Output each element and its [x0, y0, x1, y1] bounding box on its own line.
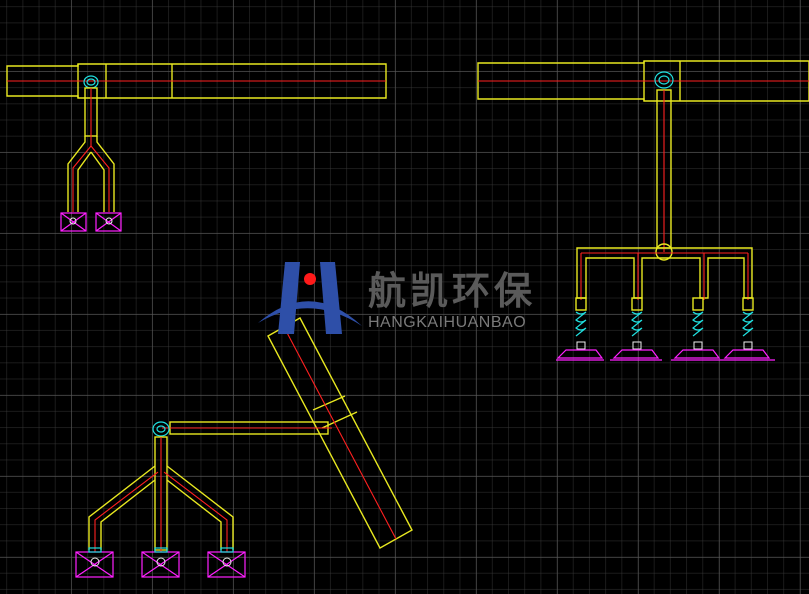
manifold-duct — [576, 247, 753, 299]
centerline — [163, 471, 228, 552]
tap-flange-inner — [86, 78, 96, 86]
drop-elbow — [655, 243, 673, 261]
assembly-bottom — [75, 317, 413, 578]
centerline — [94, 471, 159, 552]
duct-joint — [312, 395, 346, 411]
tap-flange-inner — [156, 425, 166, 433]
centerline — [90, 145, 110, 212]
logo-right-pillar — [320, 262, 342, 334]
centerline — [283, 326, 397, 540]
hood-bottom-left — [75, 547, 114, 578]
duct-joint — [321, 411, 358, 429]
assembly-top-right — [477, 60, 809, 361]
logo-red-dot — [304, 273, 316, 285]
logo-swoosh — [258, 301, 362, 326]
hood-bottom-center — [141, 547, 180, 578]
logo-left-pillar — [278, 262, 300, 334]
flex-hood-2 — [610, 297, 662, 361]
company-logo-mark — [258, 262, 362, 334]
tap-flange — [654, 71, 674, 89]
branch-left-inner — [77, 151, 92, 212]
assembly-top-left — [6, 63, 387, 232]
flex-hood-4 — [723, 297, 775, 361]
branch-right — [96, 136, 115, 212]
branch-right — [166, 465, 234, 550]
hood-left — [60, 212, 87, 232]
tap-flange — [83, 75, 99, 89]
branch-right-inner — [90, 151, 105, 212]
tap-flange — [152, 421, 170, 437]
branch-left — [67, 136, 86, 212]
branch-left — [88, 465, 156, 550]
hood-right — [95, 212, 122, 232]
branch-left-inner — [100, 479, 156, 550]
flex-hood-3 — [671, 297, 723, 361]
flex-hood-1 — [556, 297, 604, 361]
centerline — [72, 145, 92, 212]
company-name-pinyin: HANGKAIHUANBAO — [368, 314, 527, 331]
hood-bottom-right — [207, 547, 246, 578]
tap-flange-inner — [658, 75, 670, 85]
branch-right-inner — [166, 479, 222, 550]
company-name-chinese: 航凯环保 — [368, 269, 537, 313]
